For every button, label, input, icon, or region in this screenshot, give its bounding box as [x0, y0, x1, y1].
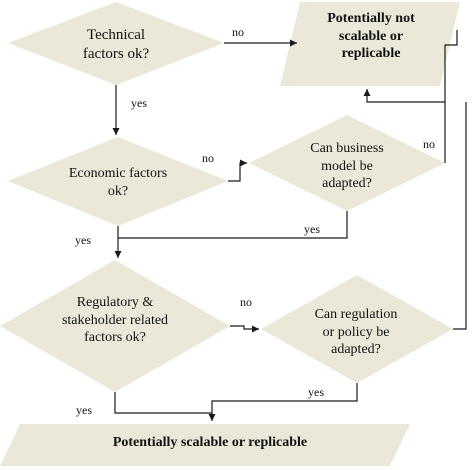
regulatory-yes-label: yes	[76, 403, 92, 417]
regulation-no-connector	[453, 102, 467, 330]
technical-decision-diamond	[8, 2, 224, 85]
business-no-arrow	[363, 89, 445, 103]
scalable-terminal	[0, 424, 410, 466]
not-scalable-terminal	[280, 2, 460, 86]
business-model-decision-label: Can business model be adapted?	[310, 141, 384, 191]
regulatory-decision-label: Regulatory & stakeholder related factors…	[61, 295, 169, 345]
business-no-connector	[444, 30, 458, 163]
regulation-yes-label: yes	[308, 385, 324, 399]
technical-yes-label: yes	[131, 96, 147, 110]
technical-no-label: no	[232, 25, 244, 39]
regulatory-decision-diamond	[0, 260, 230, 392]
regulation-yes-connector	[208, 383, 358, 421]
scalable-label: Potentially scalable or replicable	[112, 435, 308, 450]
economic-no-connector	[228, 159, 247, 182]
regulatory-no-label: no	[240, 295, 252, 309]
economic-decision-label: Economic factors ok?	[68, 166, 168, 199]
business-yes-label: yes	[304, 222, 320, 236]
technical-decision-label: Technical factors ok?	[82, 27, 150, 62]
economic-decision-diamond	[8, 137, 228, 226]
economic-no-label: no	[202, 151, 214, 165]
economic-yes-label: yes	[75, 233, 91, 247]
not-scalable-label: Potentially not scalable or replicable	[327, 11, 415, 61]
regulatory-no-connector	[230, 325, 259, 333]
business-model-decision-diamond	[249, 115, 445, 211]
regulation-policy-decision-diamond	[261, 275, 453, 383]
regulatory-yes-connector	[114, 392, 212, 414]
business-no-label: no	[423, 137, 435, 151]
regulation-policy-decision-label: Can regulation or policy be adapted?	[314, 307, 398, 357]
business-yes-connector	[118, 211, 348, 239]
